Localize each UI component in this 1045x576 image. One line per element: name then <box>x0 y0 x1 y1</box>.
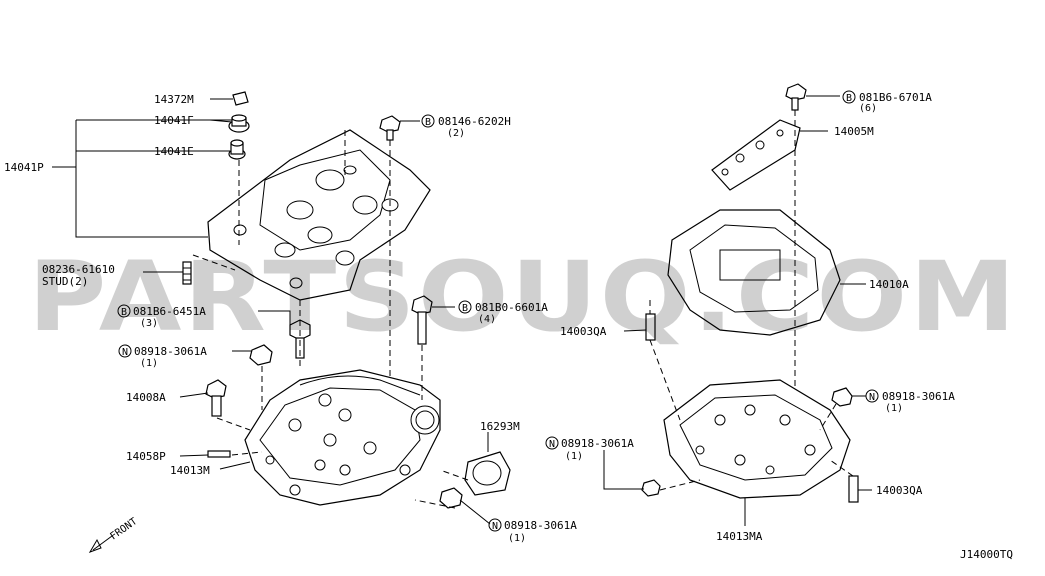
qty-08918-left: (1) <box>140 358 158 369</box>
nut-08918-right <box>831 387 853 407</box>
qty-081B0-6601A: (4) <box>478 314 496 325</box>
label-14003QA-right: 14003QA <box>876 484 923 497</box>
front-arrow-icon <box>88 535 113 553</box>
nut-08918-left <box>249 344 273 366</box>
bolt-081B0 <box>411 295 433 345</box>
label-14372M: 14372M <box>154 93 194 106</box>
n-badge-icon <box>118 344 132 358</box>
label-16293M: 16293M <box>480 420 520 433</box>
label-08918-3061A-left: 08918-3061A <box>134 345 207 358</box>
b-badge-letter: B <box>462 303 468 314</box>
nut-14372M <box>232 91 249 106</box>
label-08918-3061A-right: 08918-3061A <box>882 390 955 403</box>
label-081B6-6701A: 081B6-6701A <box>859 91 932 104</box>
n-badge-letter: N <box>549 439 555 450</box>
pin-14003QA-right <box>848 475 859 503</box>
label-14013M: 14013M <box>170 464 210 477</box>
b-badge-icon <box>117 304 131 318</box>
qty-08918-right: (1) <box>885 403 903 414</box>
qty-081B6-6451A: (3) <box>140 318 158 329</box>
front-label: FRONT <box>108 516 139 542</box>
grommet-14041E <box>228 139 246 160</box>
leader-lines <box>52 95 872 526</box>
b-badge-letter: B <box>425 117 431 128</box>
lower-collector-part <box>244 369 441 506</box>
label-14003QA-left: 14003QA <box>560 325 607 338</box>
n-badge-icon <box>865 389 879 403</box>
label-081B0-6601A: 081B0-6601A <box>475 301 548 314</box>
label-08146-6202H: 08146-6202H <box>438 115 511 128</box>
n-badge-icon <box>545 436 559 450</box>
n-badge-letter: N <box>122 347 128 358</box>
figure-code: J14000TQ <box>960 548 1013 561</box>
n-badge-letter: N <box>869 392 875 403</box>
b-badge-icon <box>458 300 472 314</box>
label-14041F: 14041F <box>154 114 194 127</box>
qty-08918-mid: (1) <box>565 451 583 462</box>
label-stud: STUD(2) <box>42 275 88 288</box>
nut-08918-bottom <box>439 487 463 509</box>
label-081B6-6451A: 081B6-6451A <box>133 305 206 318</box>
grommet-14041F <box>228 114 250 133</box>
throttle-gasket-part <box>464 451 511 496</box>
label-08918-3061A-bottom: 08918-3061A <box>504 519 577 532</box>
label-14013MA: 14013MA <box>716 530 763 543</box>
n-badge-letter: N <box>492 521 498 532</box>
gasket-14005M <box>711 119 801 191</box>
bolt-081B6-6701A <box>785 83 807 111</box>
label-08236-61610: 08236-61610 <box>42 263 115 276</box>
intake-cover-part <box>207 129 431 301</box>
watermark-text: PARTSOUQ.COM <box>28 241 1018 353</box>
alignment-lines <box>192 110 854 509</box>
qty-081B6-6701A: (6) <box>859 103 877 114</box>
label-14041E: 14041E <box>154 145 194 158</box>
b-badge-icon <box>842 90 856 104</box>
b-badge-icon <box>421 114 435 128</box>
stud-08236 <box>182 261 192 285</box>
label-14010A: 14010A <box>869 278 909 291</box>
n-badge-icon <box>488 518 502 532</box>
label-14005M: 14005M <box>834 125 874 138</box>
qty-08146: (2) <box>447 128 465 139</box>
nut-08918-mid <box>641 479 661 497</box>
collector-14013MA <box>663 379 851 499</box>
label-14041P: 14041P <box>4 161 44 174</box>
qty-08918-bottom: (1) <box>508 533 526 544</box>
pin-14058P <box>207 450 231 458</box>
bolt-08146 <box>379 115 401 141</box>
gasket-14010A <box>667 209 841 336</box>
label-08918-3061A-mid: 08918-3061A <box>561 437 634 450</box>
label-14008A: 14008A <box>126 391 166 404</box>
b-badge-letter: B <box>846 93 852 104</box>
label-14058P: 14058P <box>126 450 166 463</box>
bolt-14008A <box>205 379 227 417</box>
b-badge-letter: B <box>121 307 127 318</box>
